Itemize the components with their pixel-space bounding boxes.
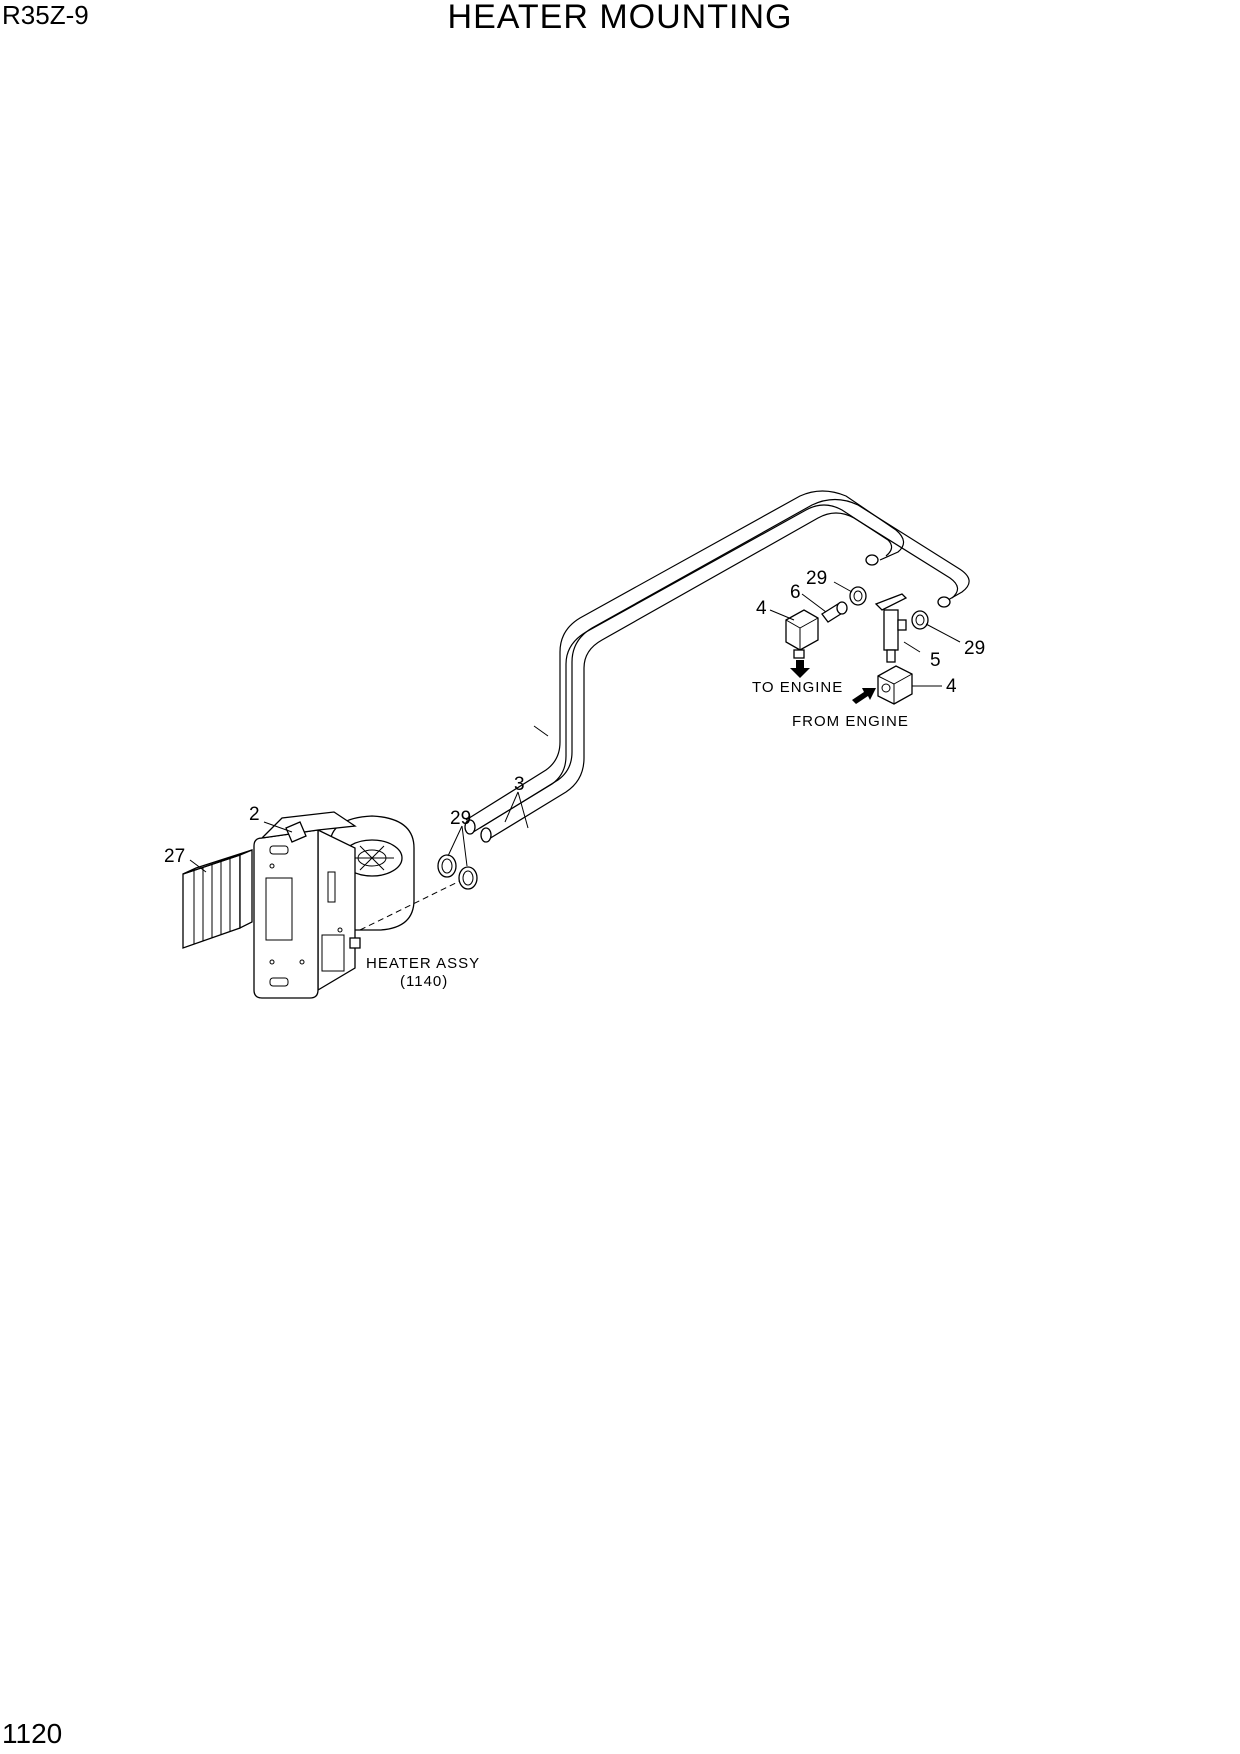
valve-body [883,609,899,651]
elbow-port [881,683,891,693]
to-engine-arrow [790,660,810,678]
callout-6: 6 [790,582,801,603]
to-engine-label: TO ENGINE [752,679,843,696]
valve-handle [874,593,908,611]
filter-side [239,849,253,930]
elbow-edge [877,675,895,685]
hose-inner-edge-b [469,504,893,835]
clamp-top-inner [853,590,863,602]
callout-29-left: 29 [450,808,471,829]
from-engine-arrow [852,688,876,704]
leader-4-top [769,609,795,621]
hose-end-left-b [480,827,492,843]
nipple-end [836,601,848,615]
leader-29-left-a [447,825,463,857]
leader-29-top [833,581,853,593]
callout-27: 27 [164,846,185,867]
heater-body-side [317,828,356,992]
connection-dash [359,875,471,931]
hose-clamps-left [437,854,478,890]
leader-27 [189,859,207,873]
valve-tip [886,649,896,663]
heater-assembly [253,811,471,999]
callout-29-right: 29 [964,638,985,659]
elbow-edge [799,617,819,629]
heater-assy-label: HEATER ASSY [366,955,480,972]
hose-assembly [464,490,970,843]
heater-bracket [285,821,307,843]
valve-stem [897,619,907,631]
heater-slot-upper [269,845,289,855]
notes: HEATER ASSY (1140) TO ENGINE FROM ENGINE [366,679,909,990]
clamp-left-b-inner [462,870,474,886]
leader-2 [263,821,293,833]
heater-bolt [269,863,275,869]
heater-filter [182,849,253,949]
hose-outer-edge-a [479,498,970,829]
clamp-right [911,610,929,630]
clamp-right-inner [915,614,925,626]
elbow-fitting-top [785,609,819,651]
hose-end-right-a [865,554,879,566]
leader-3-b [517,791,529,829]
heater-panel-window [265,877,293,941]
model-code: R35Z-9 [2,0,89,30]
heater-slot-lower [269,977,289,987]
heater-assy-ref: (1140) [400,973,448,990]
callout-29-top: 29 [806,568,827,589]
callout-5: 5 [930,650,941,671]
fittings-from-engine [852,593,929,705]
page-title: HEATER MOUNTING [447,0,793,36]
callout-3: 3 [514,774,525,795]
fan-blade [359,845,385,871]
leader-5 [903,641,921,653]
hose-outer-edge-b [483,512,959,843]
callout-4-bottom: 4 [946,676,957,697]
callouts: 27 2 29 3 4 6 29 5 29 4 [164,568,985,867]
leader-lines [189,581,961,873]
elbow-fitting-bottom [877,665,913,705]
heater-bolt [299,959,305,965]
hose-end-right-b [937,596,951,608]
leader-3-a [504,791,519,823]
from-engine-label: FROM ENGINE [792,713,909,730]
elbow-edge [893,673,913,685]
stray-mark [533,725,549,737]
heater-side-vent [327,871,336,903]
clamp-left-b [458,866,478,890]
clamp-top [849,586,867,606]
heater-bolt [269,959,275,965]
page-number: 1120 [2,1718,63,1749]
callout-2: 2 [249,804,260,825]
heater-bolt [337,927,343,933]
heater-pipe-stub [349,937,361,949]
elbow-stub [793,649,805,659]
leader-6 [801,593,827,613]
clamp-left-a [437,854,457,878]
hose-end-left-a [464,819,476,835]
heater-side-box [321,934,345,972]
elbow-edge [785,619,801,629]
hose-inner-edge-a [465,490,905,821]
leader-29-right [925,623,961,643]
callout-4-top: 4 [756,598,767,619]
heater-body-front [253,829,319,999]
leader-29-left-b [461,825,468,867]
heater-body-top [260,811,357,839]
clamp-left-a-inner [441,858,453,874]
